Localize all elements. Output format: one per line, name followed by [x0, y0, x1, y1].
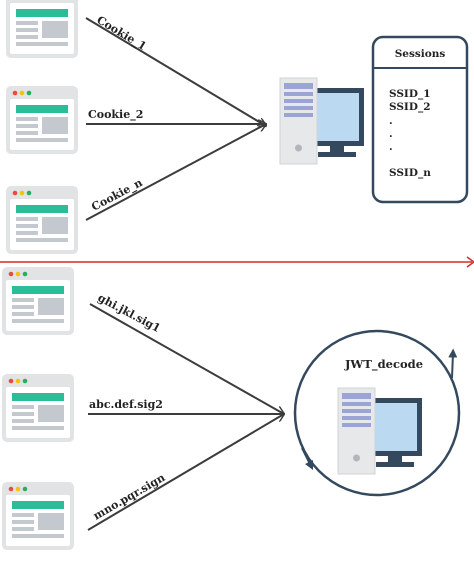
session-id-2: SSID_2: [389, 101, 431, 114]
jwt-section: ghi.jkl.sig1 abc.def.sig2 mno.pqr.sign J…: [2, 267, 461, 550]
token-label-3: mno.pqr.sign: [91, 471, 167, 523]
sessions-store: Sessions SSID_1 SSID_2 . . . SSID_n: [371, 35, 469, 204]
session-id-n: SSID_n: [389, 167, 431, 180]
divider-arrowhead: [466, 256, 474, 268]
token-label-2: abc.def.sig2: [89, 398, 163, 411]
cookie-label-1: Cookie_1: [94, 13, 149, 54]
cookie-label-n: Cookie_n: [89, 176, 145, 215]
browser-window-icon: [6, 186, 78, 254]
cookie-arrow-1: [85, 17, 266, 126]
cookie-label-2: Cookie_2: [88, 108, 143, 122]
sessions-title: Sessions: [395, 48, 446, 60]
session-id-1: SSID_1: [389, 88, 431, 101]
jwt-decode-label: JWT_decode: [344, 357, 423, 372]
cookie-arrow-n: [85, 124, 266, 221]
browser-window-icon: [2, 482, 74, 550]
session-ellipsis: .: [389, 115, 393, 127]
token-arrow-1: [89, 303, 284, 414]
browser-window-icon: [2, 374, 74, 442]
browser-window-icon: [2, 267, 74, 335]
cycle-arrowhead-bottom: [301, 447, 314, 471]
server-computer-icon: [279, 77, 365, 165]
session-ellipsis: .: [389, 141, 393, 153]
cycle-arrowhead-top: [448, 348, 458, 379]
token-arrow-3: [87, 414, 284, 531]
browser-window-icon: [6, 86, 78, 154]
session-ellipsis: .: [389, 128, 393, 140]
cookie-section: Cookie_1 Cookie_2 Cookie_n Sessions SSID…: [6, 0, 469, 254]
jwt-decode-server: JWT_decode: [293, 329, 461, 497]
browser-window-icon: [6, 0, 78, 58]
